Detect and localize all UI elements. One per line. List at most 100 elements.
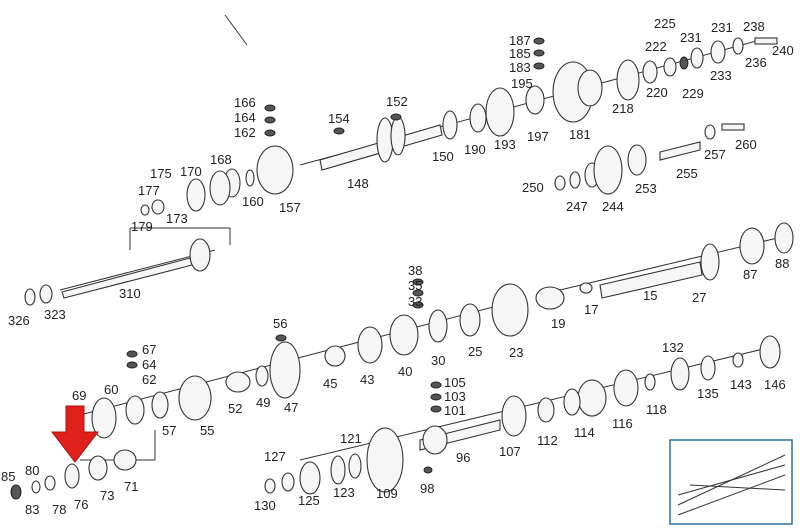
part-label: 229 [682,86,704,101]
part-label: 60 [104,382,118,397]
layshaft-parts [324,222,794,367]
part-label: 257 [704,147,726,162]
part-label: 55 [200,423,214,438]
part-label: 114 [574,425,595,440]
part-label: 17 [584,302,598,317]
shaft-axis-lines [59,14,791,461]
part-label: 130 [254,498,276,513]
part-label: 197 [527,129,549,144]
part-label: 43 [360,372,374,387]
part-label: 164 [234,110,256,125]
part-label: 33 [408,294,422,309]
part-label: 177 [138,183,160,198]
part-label: 326 [8,313,30,328]
part-label: 154 [328,111,350,126]
part-label: 23 [509,345,523,360]
part-label: 166 [234,95,256,110]
part-label: 40 [398,364,412,379]
part-label: 88 [775,256,789,271]
part-label: 125 [298,493,320,508]
part-label: 222 [645,39,667,54]
part-label: 71 [124,479,138,494]
counter-shaft-parts [554,123,745,195]
part-label: 218 [612,101,634,116]
part-label: 143 [730,377,752,392]
part-label: 157 [279,200,301,215]
part-label: 80 [25,463,39,478]
part-label: 244 [602,199,624,214]
part-label: 225 [654,16,676,31]
part-label: 150 [432,149,454,164]
part-label: 160 [242,194,264,209]
input-shaft-parts [24,238,211,306]
part-label: 127 [264,449,286,464]
part-label: 162 [234,125,256,140]
part-label: 87 [743,267,757,282]
overview-thumbnail[interactable] [669,439,793,525]
part-label: 170 [180,164,202,179]
part-label: 253 [635,181,657,196]
part-label: 231 [711,20,733,35]
highlight-arrow [50,405,100,463]
part-label: 152 [386,94,408,109]
part-label: 260 [735,137,757,152]
part-label: 135 [697,386,719,401]
part-label: 30 [431,353,445,368]
part-label: 185 [509,46,531,61]
part-label: 250 [522,180,544,195]
part-label: 112 [537,433,558,448]
lower-left-parts [10,334,301,500]
part-label: 107 [499,444,521,459]
part-label: 233 [710,68,732,83]
part-label: 47 [284,400,298,415]
part-label: 103 [444,389,466,404]
part-label: 181 [569,127,591,142]
part-label: 105 [444,375,466,390]
part-label: 173 [166,211,188,226]
part-label: 45 [323,376,337,391]
part-label: 52 [228,401,242,416]
part-label: 78 [52,502,66,517]
part-labels: 225 231 238 187 222 231 185 240 183 236 … [1,16,794,517]
part-label: 57 [162,423,176,438]
part-label: 179 [131,219,153,234]
part-label: 220 [646,85,668,100]
part-label: 195 [511,76,533,91]
part-label: 123 [333,485,355,500]
part-label: 25 [468,344,482,359]
part-label: 238 [743,19,765,34]
part-label: 49 [256,395,270,410]
part-label: 255 [676,166,698,181]
part-label: 240 [772,43,794,58]
part-label: 62 [142,372,156,387]
part-label: 98 [420,481,434,496]
part-label: 231 [680,30,702,45]
part-label: 168 [210,152,232,167]
part-label: 83 [25,502,39,517]
part-label: 96 [456,450,470,465]
part-label: 310 [119,286,141,301]
part-label: 76 [74,497,88,512]
part-label: 19 [551,316,565,331]
upper-shaft-parts [140,37,778,216]
lower-right-parts [264,335,781,495]
part-label: 121 [340,431,362,446]
part-label: 183 [509,60,531,75]
red-arrow-icon [50,405,100,463]
part-label: 148 [347,176,369,191]
part-label: 175 [150,166,172,181]
part-label: 193 [494,137,516,152]
part-label: 187 [509,33,531,48]
part-label: 67 [142,342,156,357]
part-label: 35 [408,278,422,293]
part-label: 118 [646,402,667,417]
part-label: 190 [464,142,486,157]
part-label: 146 [764,377,786,392]
part-label: 69 [72,388,86,403]
part-label: 85 [1,469,15,484]
part-label: 236 [745,55,767,70]
part-label: 64 [142,357,156,372]
part-label: 132 [662,340,684,355]
part-label: 38 [408,263,422,278]
